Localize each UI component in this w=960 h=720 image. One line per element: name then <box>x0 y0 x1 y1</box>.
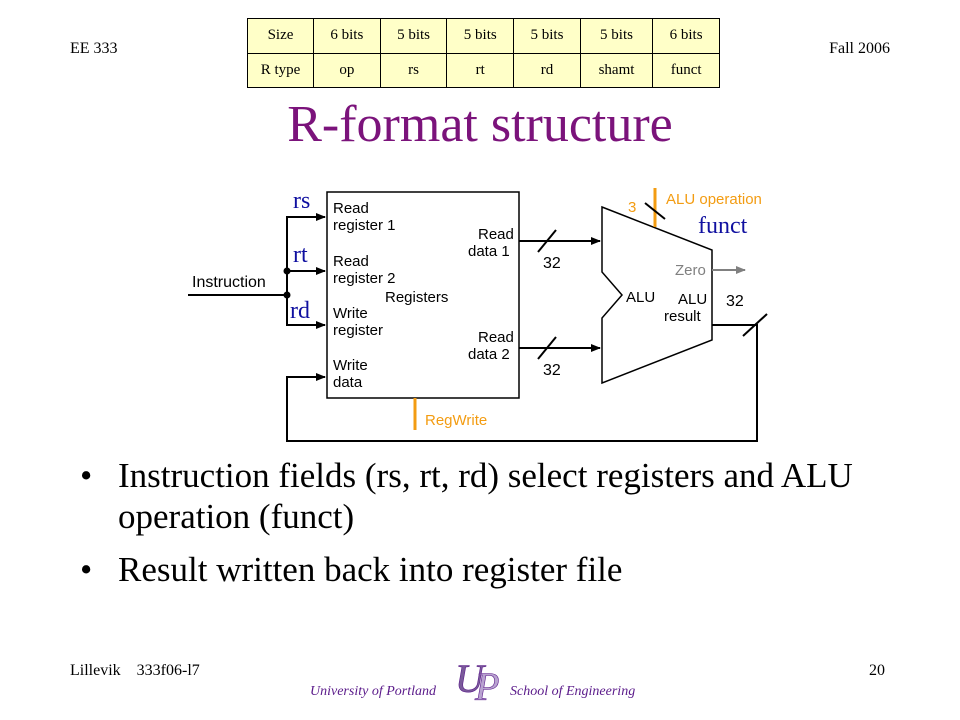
svg-text:U: U <box>455 656 487 701</box>
table-cell: 6 bits <box>313 18 381 54</box>
svg-text:P: P <box>474 664 499 709</box>
rt-label: rt <box>293 242 308 268</box>
rs-label: rs <box>293 188 310 214</box>
table-cell: Size <box>247 18 314 54</box>
page-number: 20 <box>869 662 885 679</box>
table-cell: 5 bits <box>379 18 448 54</box>
bullet-item: •Result written back into register file <box>80 550 623 589</box>
bullet-text: Instruction fields (rs, rt, rd) select r… <box>118 456 853 536</box>
table-cell: 5 bits <box>579 18 654 54</box>
bus-width-3: 32 <box>726 293 744 310</box>
regwrite-label: RegWrite <box>425 412 487 429</box>
table-cell: 5 bits <box>513 18 581 54</box>
zero-label: Zero <box>675 262 706 279</box>
slide-title: R-format structure <box>287 96 673 153</box>
write-register-label: Write register <box>333 305 383 339</box>
alu-op-width-tick <box>644 202 666 220</box>
write-data-label: Write data <box>333 357 372 391</box>
table-cell: 5 bits <box>446 18 515 54</box>
funct-label: funct <box>698 213 748 239</box>
rtype-row: R type op rs rt rd shamt funct <box>247 52 720 88</box>
table-cell: rt <box>446 52 515 88</box>
table-cell: 6 bits <box>652 18 720 54</box>
table-cell: funct <box>652 52 720 88</box>
read-data-2-label: Read data 2 <box>468 329 518 363</box>
bus-width-1: 32 <box>543 255 561 272</box>
read-register-1-label: Read register 1 <box>333 200 396 234</box>
footer-author: Lillevik 333f06-l7 <box>70 662 200 679</box>
read-data-1-label: Read data 1 <box>468 226 518 260</box>
rd-label: rd <box>290 298 310 324</box>
instruction-label: Instruction <box>192 274 266 291</box>
course-label: EE 333 <box>70 40 118 57</box>
bullet-list: •Instruction fields (rs, rt, rd) select … <box>80 455 880 602</box>
university-name: University of Portland <box>310 684 436 699</box>
bullet-item: •Instruction fields (rs, rt, rd) select … <box>80 456 853 536</box>
bullet-text: Result written back into register file <box>118 550 623 589</box>
registers-label: Registers <box>385 289 448 306</box>
junction-dot <box>283 291 291 299</box>
instruction-format-table: Size 6 bits 5 bits 5 bits 5 bits 5 bits … <box>247 18 720 88</box>
read-register-2-label: Read register 2 <box>333 253 396 287</box>
alu-result-label: ALU result <box>664 291 711 325</box>
alu-label: ALU <box>626 289 655 306</box>
table-cell: R type <box>247 52 314 88</box>
table-cell: shamt <box>579 52 654 88</box>
alu-shape <box>601 205 713 385</box>
university-logo: U P <box>455 656 500 710</box>
junction-dot <box>283 267 291 275</box>
table-cell: op <box>313 52 381 88</box>
alu-op-width: 3 <box>628 199 636 216</box>
alu-operation-label: ALU operation <box>666 191 762 208</box>
bus-width-2: 32 <box>543 362 561 379</box>
term-label: Fall 2006 <box>829 40 890 57</box>
result-writeback-wire <box>286 313 768 442</box>
table-cell: rs <box>379 52 448 88</box>
read-data-buses <box>519 229 601 360</box>
register-file-box <box>326 191 520 399</box>
size-row: Size 6 bits 5 bits 5 bits 5 bits 5 bits … <box>247 18 720 54</box>
school-name: School of Engineering <box>510 684 636 699</box>
